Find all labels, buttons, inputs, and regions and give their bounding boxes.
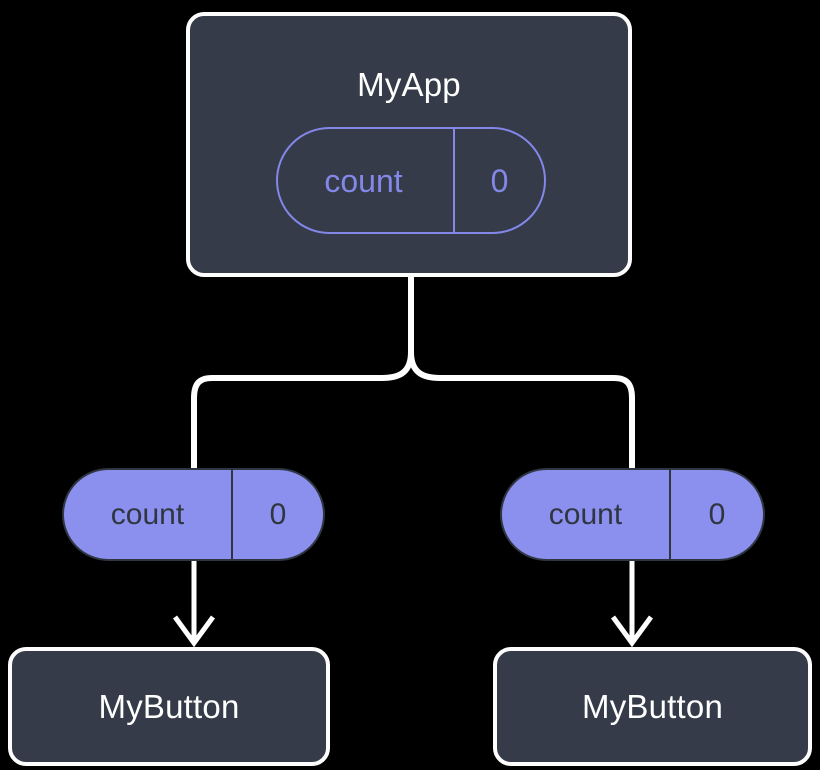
component-label-mybutton-right: MyButton [582, 688, 723, 725]
arrowhead-right-icon [610, 615, 654, 648]
state-pill-key: count [278, 129, 455, 232]
component-label-myapp: MyApp [357, 66, 461, 103]
state-pill-count[interactable]: count 0 [276, 127, 546, 234]
component-label-mybutton-left: MyButton [98, 688, 240, 725]
prop-pill-key-left: count [64, 470, 233, 559]
prop-pill-value-left: 0 [269, 497, 287, 531]
component-node-mybutton-left[interactable]: MyButton [8, 647, 330, 766]
prop-pill-count-right[interactable]: count 0 [500, 468, 765, 561]
prop-pill-count-left[interactable]: count 0 [62, 468, 325, 561]
prop-pill-value-right: 0 [708, 497, 726, 531]
state-pill-value: 0 [490, 162, 509, 199]
wire-branch-left [191, 351, 414, 472]
wire-branch-right [408, 351, 635, 472]
arrowhead-left-icon [172, 615, 216, 648]
component-node-mybutton-right[interactable]: MyButton [493, 647, 812, 766]
prop-pill-key-right: count [502, 470, 671, 559]
